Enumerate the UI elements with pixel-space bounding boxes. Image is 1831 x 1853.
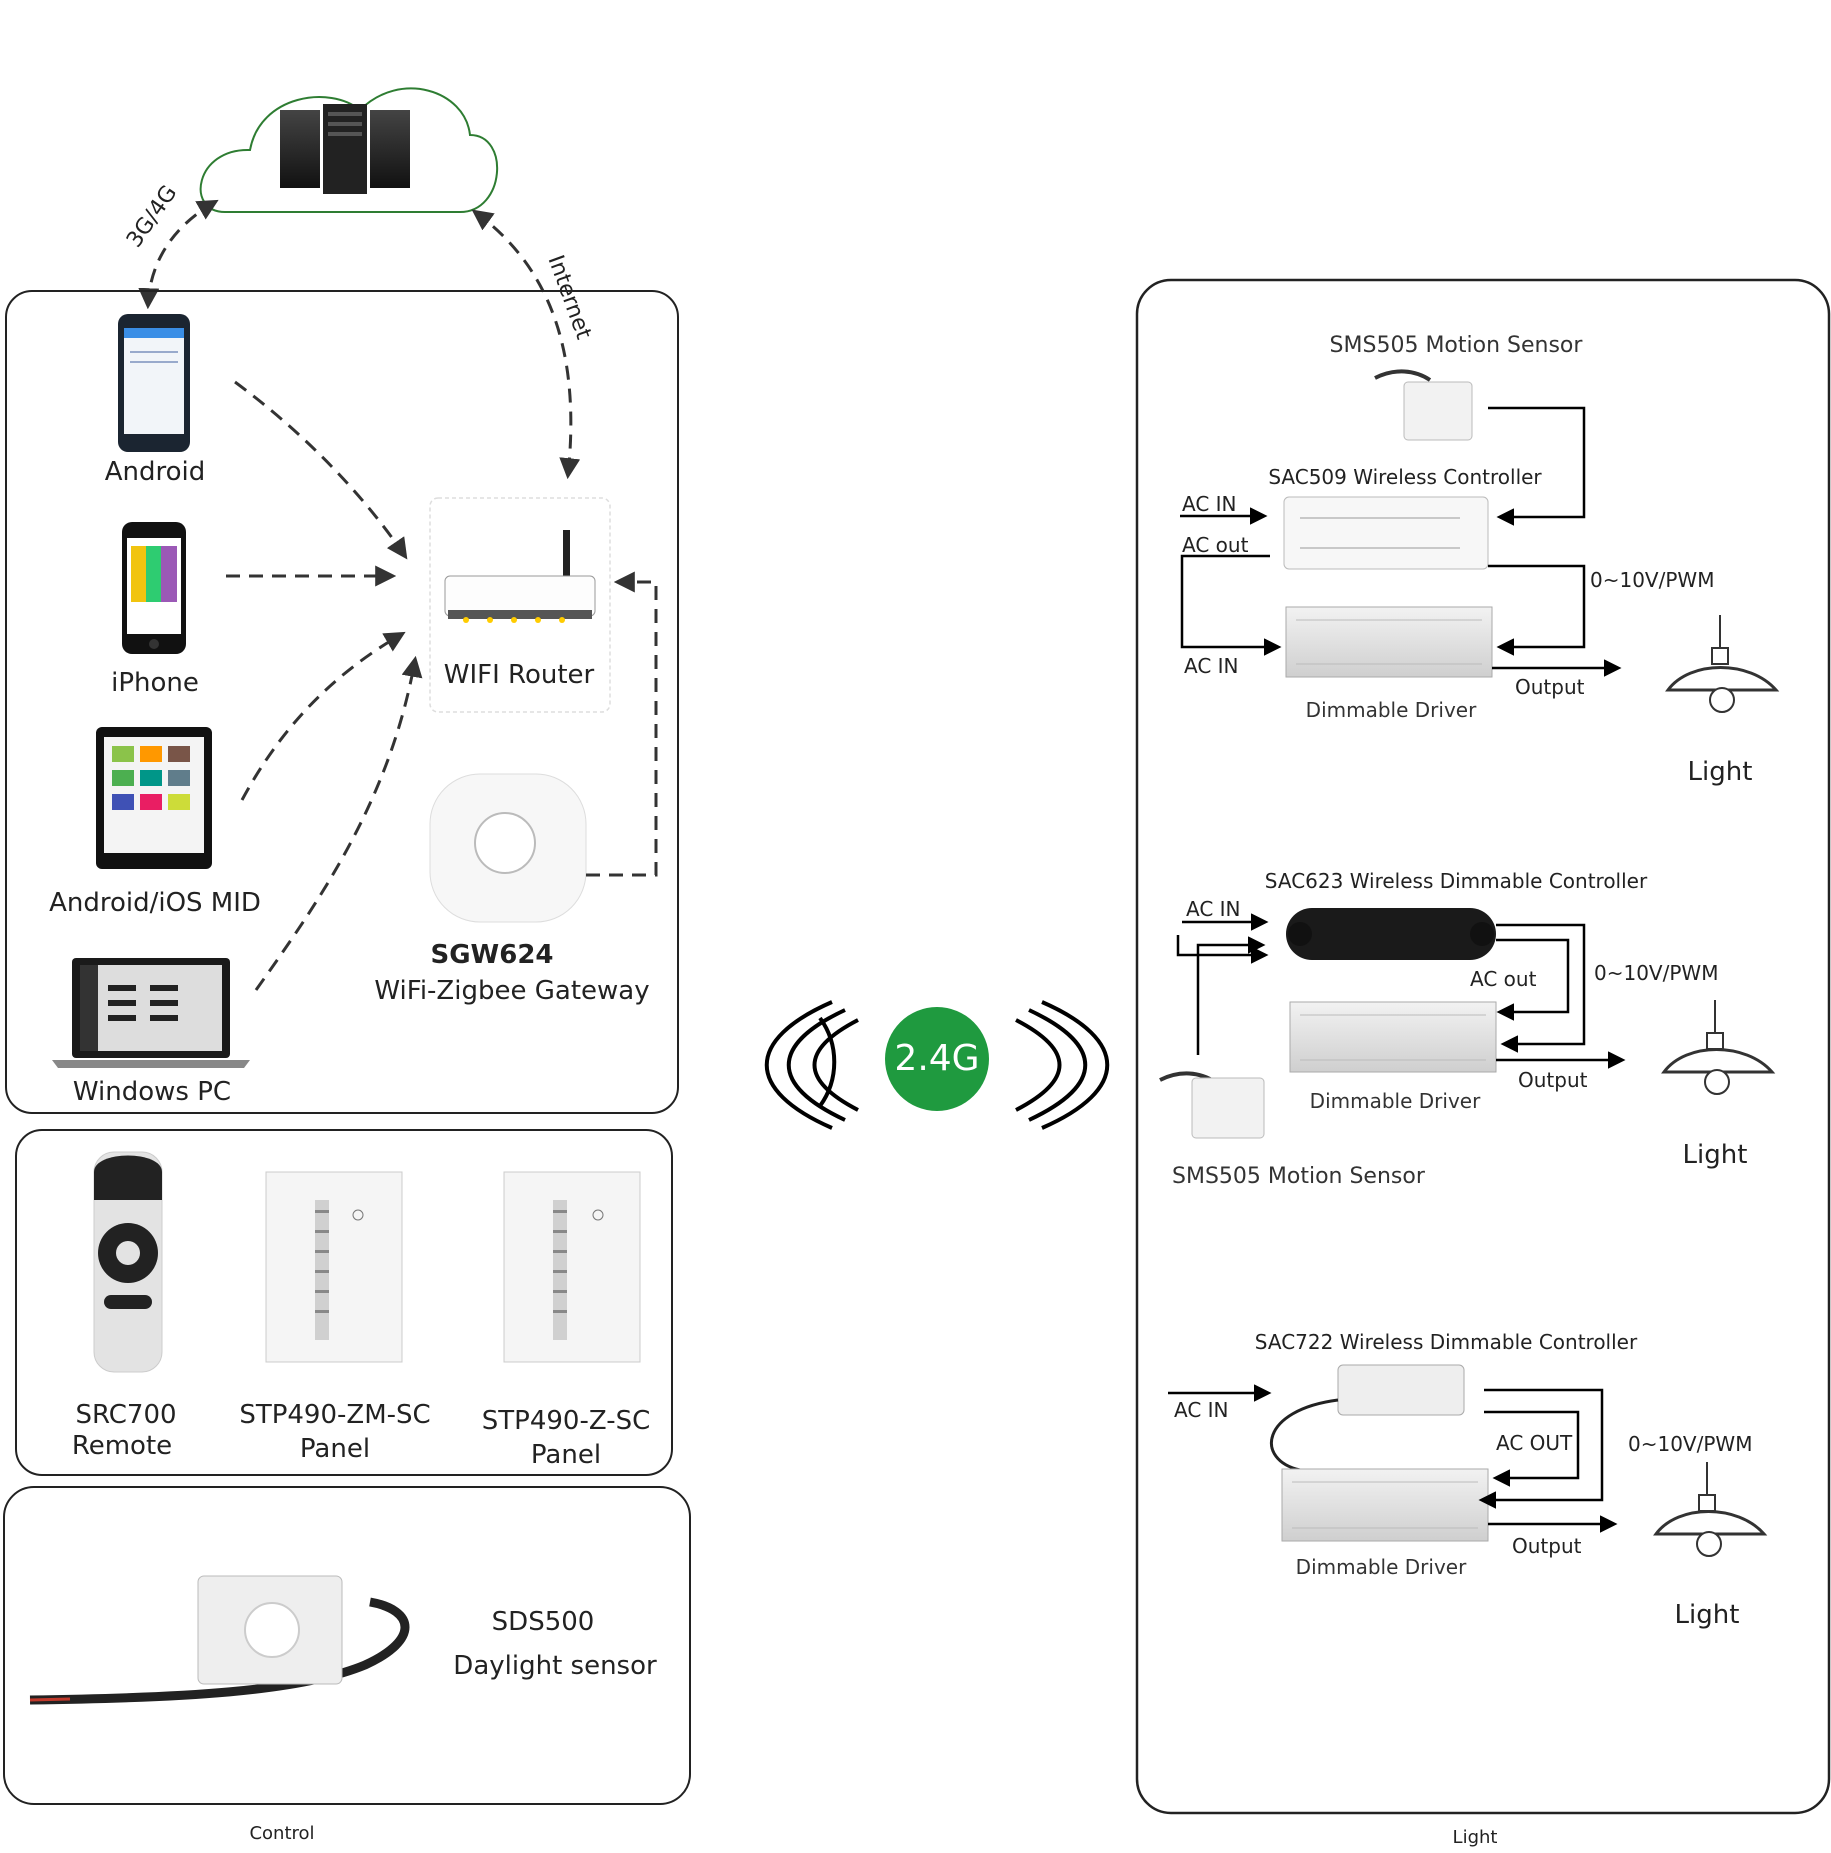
g2-controller-label: SAC623 Wireless Dimmable Controller [1264,869,1648,893]
g3-controller-label: SAC722 Wireless Dimmable Controller [1254,1330,1638,1354]
controller-icon [1270,1364,1465,1472]
g1-sensor-label: SMS505 Motion Sensor [1329,333,1583,358]
label-gateway-name: WiFi-Zigbee Gateway [374,976,650,1006]
lamp-icon [1661,1000,1776,1095]
label-sds500-model: SDS500 [491,1607,595,1637]
wall-panel-icon [265,1171,403,1363]
light-box [1135,278,1831,1815]
cloud-group [199,87,499,213]
label-pc: Windows PC [72,1077,232,1107]
g3-ac-out: AC OUT [1496,1431,1573,1455]
g1-signal: 0~10V/PWM [1590,568,1715,592]
g2-light: Light [1682,1140,1748,1170]
g2-ac-in: AC IN [1186,897,1241,921]
lamp-icon [1665,615,1780,713]
daylight-sensor-icon [29,1575,410,1705]
label-stp490zm-model: STP490-ZM-SC [239,1400,431,1430]
caption-light: Light [1452,1827,1498,1848]
lamp-icon [1653,1462,1768,1557]
label-src700-model: SRC700 [75,1400,177,1430]
sensor-box [3,1486,691,1805]
g1-ac-in-top: AC IN [1182,492,1237,516]
g3-driver: Dimmable Driver [1295,1555,1467,1579]
g2-output: Output [1518,1068,1588,1092]
wall-panel-icon [503,1171,641,1363]
driver-icon [1285,606,1493,678]
g3-light: Light [1674,1600,1740,1630]
label-iphone: iPhone [111,668,199,698]
caption-control: Control [249,1823,315,1844]
wireless-signal-icon [764,1000,1110,1130]
label-stp490zm-type: Panel [299,1434,371,1464]
controller-icon [1286,908,1496,960]
g3-signal: 0~10V/PWM [1628,1432,1753,1456]
controller-icon [1283,496,1489,570]
remote-icon [93,1151,163,1373]
motion-sensor-icon [1159,1071,1265,1139]
label-router: WIFI Router [443,660,595,690]
g1-ac-out: AC out [1182,533,1249,557]
router-icon [444,530,596,623]
g1-controller-label: SAC509 Wireless Controller [1268,465,1542,489]
label-gateway-model: SGW624 [430,940,554,970]
g3-ac-in: AC IN [1174,1398,1229,1422]
label-android: Android [104,457,206,487]
link-internet [471,209,581,480]
g2-driver: Dimmable Driver [1309,1089,1481,1113]
laptop-icon [52,958,250,1068]
gateway-icon [429,773,587,923]
g1-light: Light [1687,757,1753,787]
wireless-badge-label: 2.4G [894,1038,980,1079]
g2-sensor-label: SMS505 Motion Sensor [1172,1164,1425,1189]
g1-ac-in-bottom: AC IN [1184,654,1239,678]
devices-box [5,290,679,1114]
driver-icon [1289,1001,1497,1073]
label-stp490z-type: Panel [530,1440,602,1470]
label-mid: Android/iOS MID [49,888,261,918]
remotes-box [15,1129,673,1476]
g1-driver: Dimmable Driver [1305,698,1477,722]
server-icon [280,104,410,194]
wireless-badge-circle [885,1007,989,1111]
label-src700-type: Remote [71,1431,173,1461]
tablet-icon [96,727,212,869]
phone-icon [122,522,186,654]
label-stp490z-model: STP490-Z-SC [481,1406,651,1436]
g2-ac-out: AC out [1470,967,1537,991]
g3-output: Output [1512,1534,1582,1558]
g1-output: Output [1515,675,1585,699]
motion-sensor-icon [1374,369,1473,441]
driver-icon [1281,1468,1489,1542]
router-frame [429,497,611,713]
phone-icon [118,314,190,452]
label-sds500-name: Daylight sensor [453,1651,657,1681]
g2-signal: 0~10V/PWM [1594,961,1719,985]
